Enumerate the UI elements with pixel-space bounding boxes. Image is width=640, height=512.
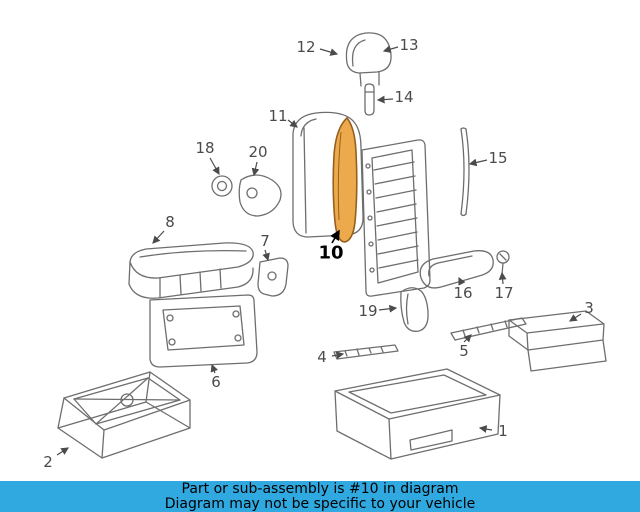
footer-banner: Part or sub-assembly is #10 in diagram D… xyxy=(0,481,640,512)
seat-cushion-art xyxy=(128,242,254,299)
seat-exploded-drawing xyxy=(56,32,607,460)
part-label-18: 18 xyxy=(195,139,215,157)
highlighted-part-seam xyxy=(337,131,342,221)
sill-trim-4-art xyxy=(333,344,399,360)
armrest-art xyxy=(419,250,494,289)
seat-base-art xyxy=(334,368,501,460)
part-label-14: 14 xyxy=(394,88,414,106)
part-label-12: 12 xyxy=(296,38,316,56)
seat-back-frame-art xyxy=(361,139,431,297)
part-label-15: 15 xyxy=(488,149,508,167)
recliner-bracket-art xyxy=(257,257,289,297)
part-label-5: 5 xyxy=(459,342,469,360)
part-label-3: 3 xyxy=(584,299,594,317)
seat-track-art xyxy=(57,371,191,459)
part-label-17: 17 xyxy=(494,284,514,302)
side-bolster-art xyxy=(400,287,429,332)
part-label-13: 13 xyxy=(399,36,419,54)
grommet-art xyxy=(211,175,233,197)
part-label-8: 8 xyxy=(165,213,175,231)
part-label-16: 16 xyxy=(453,284,473,302)
part-label-20: 20 xyxy=(248,143,268,161)
part-label-6: 6 xyxy=(211,373,221,391)
screw-art xyxy=(496,250,510,276)
part-label-10: 10 xyxy=(318,242,344,264)
headrest-guide-art xyxy=(364,83,375,116)
footer-line1: Part or sub-assembly is #10 in diagram xyxy=(181,480,459,497)
part-label-19: 19 xyxy=(358,302,378,320)
footer-line2: Diagram may not be specific to your vehi… xyxy=(164,495,476,512)
rear-panel-art xyxy=(508,310,607,372)
sill-trim-5-art xyxy=(450,317,527,341)
part-label-11: 11 xyxy=(268,107,288,125)
highlighted-part-10 xyxy=(332,116,358,243)
leader-arrows xyxy=(56,45,582,456)
seat-pan-art xyxy=(149,294,258,368)
part-label-4: 4 xyxy=(317,348,327,366)
part-label-7: 7 xyxy=(260,232,270,250)
headrest-art xyxy=(345,32,392,87)
part-label-2: 2 xyxy=(43,453,53,471)
leader-arrow-10 xyxy=(330,229,340,244)
part-label-1: 1 xyxy=(498,422,508,440)
side-trim-20-art xyxy=(238,174,282,217)
trim-strip-15-art xyxy=(460,127,470,217)
seat-back-cushion-art xyxy=(292,111,364,238)
